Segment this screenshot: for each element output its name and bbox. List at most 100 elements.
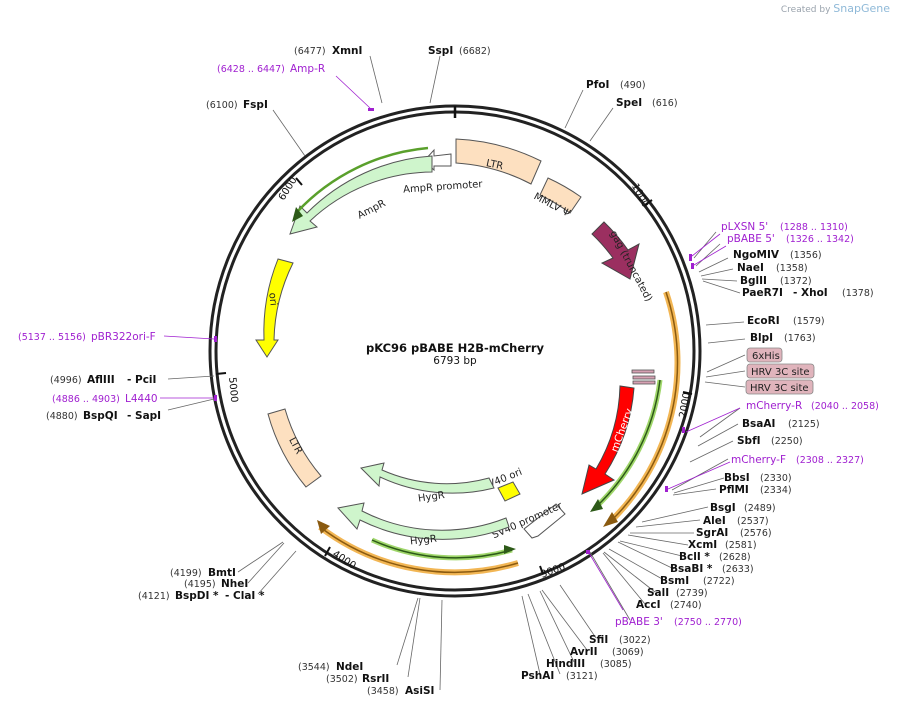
hygr-label-lower: HygR (410, 534, 438, 548)
enzyme-sapi: - SapI (127, 410, 161, 422)
primer-mark-mcherryr (682, 427, 685, 433)
mmlv-psi-feature[interactable] (539, 177, 582, 214)
enzyme-afliii: AflIII (87, 374, 115, 386)
enzyme-naei-pos: (1358) (776, 263, 808, 274)
snapgene-logo: SnapGene (833, 2, 890, 15)
enzyme-fspi: FspI (243, 99, 268, 111)
primer-mark-pbabe3 (586, 550, 590, 554)
ori-label: ori (266, 292, 278, 306)
hygr-label-upper: HygR (417, 490, 445, 505)
primer-pbabe3-range: (2750 .. 2770) (674, 617, 742, 628)
enzyme-bsabi: BsaBI * (670, 563, 713, 575)
ampr-feature[interactable] (289, 155, 433, 235)
enzyme-sfii: SfiI (589, 634, 608, 646)
primer-mark-plxsn (689, 254, 692, 261)
enzyme-sfii-pos: (3022) (619, 635, 651, 646)
enzyme-ndei-pos: (3544) (298, 662, 330, 673)
enzyme-bsabi-pos: (2633) (722, 564, 754, 575)
enzyme-pflmi: PflMI (719, 484, 749, 496)
enzyme-alei-pos: (2537) (737, 516, 769, 527)
enzyme-acci-pos: (2740) (670, 600, 702, 611)
gag-feature[interactable] (591, 221, 640, 280)
primer-pbr322: pBR322ori-F (91, 331, 156, 343)
snapgene-brand: Created by SnapGene (781, 2, 890, 15)
primer-ampr: Amp-R (290, 63, 325, 75)
hygr-feature-lower[interactable] (337, 502, 510, 540)
sv40-ori-feature[interactable] (497, 481, 521, 502)
enzyme-sspi: SspI (428, 45, 453, 57)
hygr-feature-upper[interactable] (359, 462, 495, 494)
enzyme-hindiii: HindIII (546, 658, 585, 670)
orange-orf-lower-arrow (317, 520, 330, 534)
enzyme-bbsi: BbsI (724, 472, 750, 484)
primer-mark-pbr322 (214, 336, 217, 342)
enzyme-bspdi: BspDI * (175, 590, 219, 602)
hrv-mark-1 (632, 375, 656, 380)
primer-pbr322-range: (5137 .. 5156) (18, 332, 86, 343)
enzyme-paer7i-pos: (1378) (842, 288, 874, 299)
ampr-promoter-label: AmpR promoter (403, 179, 484, 196)
primer-mark-ampr (368, 108, 374, 111)
tag-hrv2: HRV 3C site (750, 383, 809, 394)
enzyme-bspqi-pos: (4880) (46, 411, 78, 422)
primer-mcherryf-range: (2308 .. 2327) (796, 455, 864, 466)
enzyme-asisi: AsiSI (405, 685, 434, 697)
ampr-orf-arrowhead (292, 207, 303, 222)
enzyme-bmti: BmtI (208, 567, 236, 579)
enzyme-bspdi-pos: (4121) (138, 591, 170, 602)
primer-mcherryf: mCherry-F (731, 454, 786, 466)
enzyme-sgrai-pos: (2576) (740, 528, 772, 539)
enzyme-spei: SpeI (616, 97, 642, 109)
tick-3000: 3000 (539, 562, 567, 581)
mcherry-feature[interactable] (581, 385, 635, 495)
ori-feature[interactable] (255, 258, 294, 358)
green-orf-right-arrow (590, 499, 603, 512)
ltr-feature-top[interactable] (455, 138, 542, 185)
enzyme-asisi-pos: (3458) (367, 686, 399, 697)
primer-l4440: L4440 (125, 393, 158, 405)
primer-mark-pbabe5 (691, 263, 694, 269)
ltr-feature-lower[interactable] (267, 408, 322, 488)
enzyme-xcmi: XcmI (688, 539, 717, 551)
enzyme-spei-pos: (616) (652, 98, 678, 109)
primer-pbabe5-range: (1326 .. 1342) (786, 234, 854, 245)
primer-leaders (160, 75, 741, 611)
enzyme-fspi-pos: (6100) (206, 100, 238, 111)
enzyme-bcli: BclI * (679, 551, 710, 563)
orange-orf-right-arrow (603, 512, 618, 527)
enzyme-bsmi-pos: (2722) (703, 576, 735, 587)
tick-4000-mark (324, 546, 331, 557)
enzyme-rsrii-pos: (3502) (326, 674, 358, 685)
primer-mcherryr: mCherry-R (746, 400, 802, 412)
enzyme-xmni-pos: (6477) (294, 46, 326, 57)
enzyme-sgrai: SgrAI (696, 527, 728, 539)
sv40-promoter-feature[interactable] (523, 503, 566, 539)
enzyme-pcii: - PciI (127, 374, 156, 386)
green-orf-lower-core (371, 539, 513, 559)
enzyme-ecori: EcoRI (747, 315, 780, 327)
primer-mark-mcherryf (665, 486, 668, 492)
enzyme-blpi: BlpI (750, 332, 773, 344)
tick-6000-mark (295, 177, 303, 186)
enzyme-pshai: PshAI (521, 670, 554, 682)
green-orf-right-core (595, 379, 661, 508)
enzyme-pflmi-pos: (2334) (760, 485, 792, 496)
enzyme-blpi-pos: (1763) (784, 333, 816, 344)
enzyme-hindiii-pos: (3085) (600, 659, 632, 670)
ltr-label-top: LTR (485, 158, 504, 172)
enzyme-sspi-pos: (6682) (459, 46, 491, 57)
enzyme-bsaai: BsaAI (742, 418, 775, 430)
enzyme-xcmi-pos: (2581) (725, 540, 757, 551)
ampr-label: AmpR (356, 198, 388, 221)
enzyme-bbsi-pos: (2330) (760, 473, 792, 484)
tick-1000-mark (644, 199, 653, 206)
primer-ampr-range: (6428 .. 6447) (217, 64, 285, 75)
enzyme-alei: AleI (703, 515, 726, 527)
enzyme-bglii-pos: (1372) (780, 276, 812, 287)
enzyme-xmni: XmnI (332, 45, 362, 57)
tick-5000-mark (215, 372, 227, 375)
tag-hrv1: HRV 3C site (751, 367, 810, 378)
tick-3000-mark (539, 565, 544, 575)
enzyme-bglii: BglII (740, 275, 767, 287)
